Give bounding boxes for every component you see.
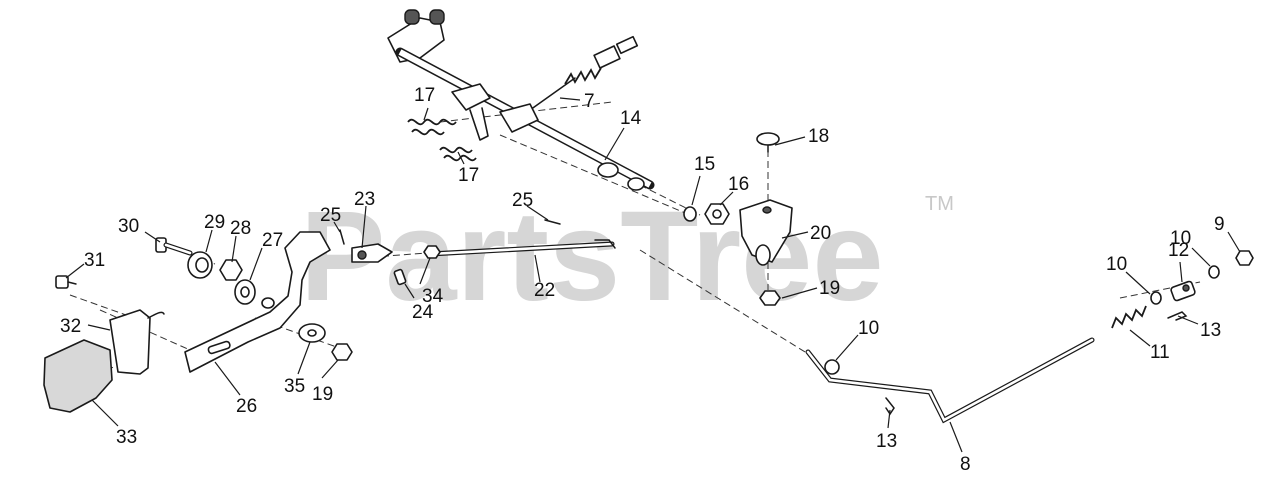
part-17-spring-upper[interactable] (407, 118, 457, 136)
callout-14: 14 (620, 108, 642, 129)
part-16-nut[interactable] (704, 203, 730, 225)
callout-18: 18 (808, 126, 829, 147)
callout-25-left: 25 (320, 205, 341, 226)
part-9-nut[interactable] (1235, 250, 1254, 266)
part-22-brake-rod[interactable] (427, 239, 616, 257)
part-11-spring[interactable] (1111, 305, 1147, 329)
part-30-bolt[interactable] (155, 237, 193, 256)
callout-13-b: 13 (1200, 320, 1221, 341)
part-33-pedal-pad[interactable] (43, 339, 113, 413)
part-12-block[interactable] (1170, 280, 1196, 302)
callout-17-lower: 17 (458, 165, 479, 186)
part-10-washer-c[interactable] (1208, 265, 1220, 279)
callout-34: 34 (422, 286, 444, 307)
callout-25-right: 25 (512, 190, 533, 211)
callout-31: 31 (84, 250, 105, 271)
part-29-bushing[interactable] (187, 251, 213, 279)
callout-10-c: 10 (1170, 228, 1191, 249)
callout-30: 30 (118, 216, 139, 237)
callout-15: 15 (694, 154, 715, 175)
part-28-nut[interactable] (219, 259, 243, 281)
part-10-washer-a[interactable] (824, 359, 840, 375)
part-19-nut-upper[interactable] (759, 290, 781, 306)
part-26-pedal-arm[interactable] (184, 231, 331, 373)
part-25-cotter-pin-right[interactable] (544, 219, 561, 225)
callout-26: 26 (236, 396, 257, 417)
callout-28: 28 (230, 218, 251, 239)
callout-27: 27 (262, 230, 283, 251)
callout-33: 33 (116, 427, 137, 448)
callout-13-a: 13 (876, 431, 897, 452)
part-7-cable[interactable] (529, 35, 639, 111)
callout-7: 7 (584, 91, 595, 112)
callout-12: 12 (1168, 240, 1189, 261)
watermark-trademark: TM (925, 193, 954, 215)
callouts: 7 14 17 17 18 15 16 20 19 25 25 23 22 34… (60, 85, 1225, 475)
part-24-pin[interactable] (393, 268, 407, 286)
callout-11: 11 (1150, 342, 1170, 363)
callout-9: 9 (1214, 214, 1225, 235)
part-31-bolt[interactable] (55, 275, 77, 289)
watermark-text: PartsTree (300, 185, 884, 328)
callout-19-lower: 19 (312, 384, 333, 405)
part-13-hairpin-b[interactable] (1167, 311, 1188, 321)
callout-22: 22 (534, 280, 555, 301)
part-19-nut-lower[interactable] (331, 343, 353, 361)
callout-29: 29 (204, 212, 225, 233)
callout-20: 20 (810, 223, 831, 244)
part-25-cotter-pin-left[interactable] (339, 229, 345, 245)
callout-32: 32 (60, 316, 81, 337)
callout-10-a: 10 (858, 318, 879, 339)
callout-16: 16 (728, 174, 749, 195)
part-20-bracket[interactable] (739, 199, 793, 266)
part-34-nut[interactable] (423, 245, 441, 259)
part-10-washer-b[interactable] (1150, 291, 1162, 305)
part-32-pedal-mount[interactable] (109, 309, 165, 375)
part-15-bushing[interactable] (683, 206, 697, 222)
watermark: PartsTree TM (300, 185, 954, 328)
callout-17-upper: 17 (414, 85, 435, 106)
leader-lines (65, 97, 1241, 453)
part-27-washer[interactable] (234, 279, 256, 305)
part-23-clevis[interactable] (351, 243, 393, 263)
callout-8: 8 (960, 454, 971, 475)
callout-23: 23 (354, 189, 375, 210)
callout-10-b: 10 (1106, 254, 1127, 275)
part-8-rod[interactable] (805, 337, 1095, 424)
part-18-pin[interactable] (756, 132, 780, 153)
callout-24: 24 (412, 302, 434, 323)
part-14-cross-shaft[interactable] (387, 9, 655, 191)
part-17-spring-lower[interactable] (439, 146, 477, 162)
part-35-washer[interactable] (298, 323, 326, 343)
callout-35: 35 (284, 376, 305, 397)
part-13-hairpin-a[interactable] (885, 397, 895, 416)
callout-19-upper: 19 (819, 278, 840, 299)
